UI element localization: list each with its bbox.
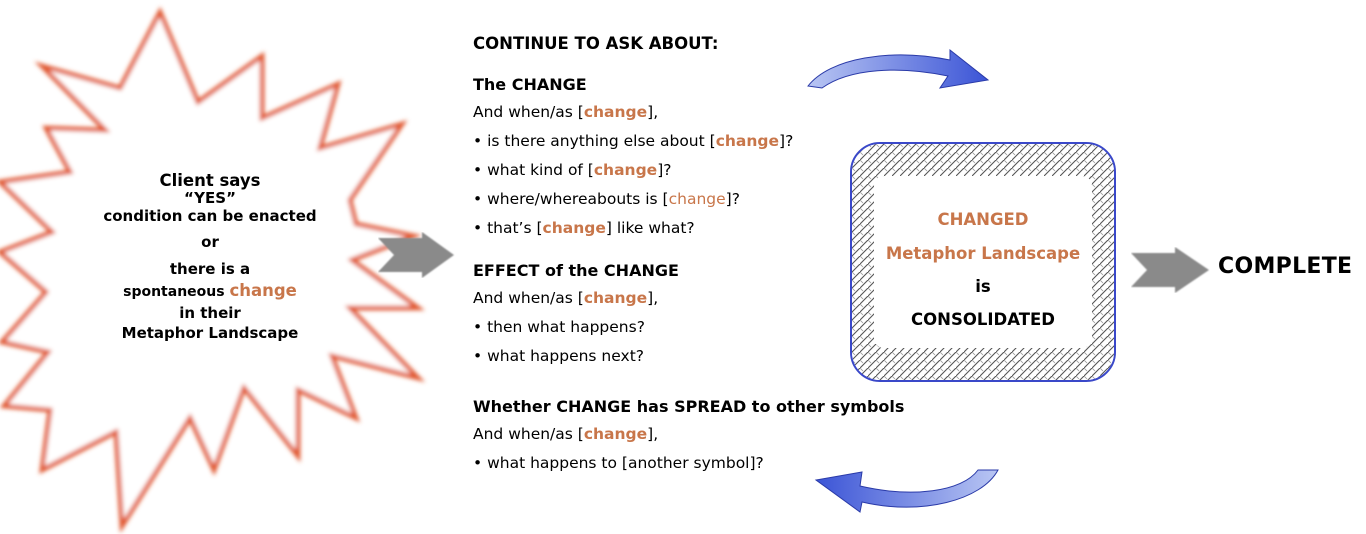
spread-question-1: • what happens to [another symbol]?: [473, 454, 764, 472]
starburst-line-condition: condition can be enacted: [103, 206, 317, 225]
change-q3-post: ]?: [725, 190, 740, 208]
change-q1-pre: • is there anything else about [: [473, 132, 716, 150]
change-question-3: • where/whereabouts is [change]?: [473, 190, 740, 208]
change-q1-accent: change: [715, 132, 780, 150]
complete-label: COMPLETE: [1218, 254, 1353, 279]
effect-question-1: • then what happens?: [473, 318, 645, 336]
spread-lead-post: ],: [647, 425, 659, 443]
change-question-2: • what kind of [change]?: [473, 161, 671, 179]
change-q4-pre: • that’s [: [473, 219, 543, 237]
spread-lead-accent: change: [583, 425, 648, 443]
spread-section-lead: And when/as [change],: [473, 425, 658, 443]
change-question-1: • is there anything else about [change]?: [473, 132, 793, 150]
loop-arrow-top-icon: [807, 48, 990, 89]
right-arrow-icon-2: [1131, 247, 1209, 293]
starburst-line-metaphor: Metaphor Landscape: [121, 324, 299, 343]
box-is: is: [975, 277, 991, 296]
starburst-line-in-their: in their: [179, 303, 241, 322]
change-question-4: • that’s [change] like what?: [473, 219, 695, 237]
starburst-spontaneous-text: spontaneous: [123, 283, 230, 300]
change-q4-accent: change: [542, 219, 606, 237]
change-section-heading: The CHANGE: [473, 75, 587, 94]
change-q1-post: ]?: [779, 132, 794, 150]
change-q3-accent: change: [668, 190, 726, 208]
change-lead-pre: And when/as [: [473, 103, 584, 121]
starburst-line-there-is: there is a: [169, 260, 251, 279]
change-q3-pre: • where/whereabouts is [: [473, 190, 669, 208]
change-q2-post: ]?: [657, 161, 672, 179]
change-lead-accent: change: [583, 103, 648, 121]
spread-lead-pre: And when/as [: [473, 425, 584, 443]
effect-lead-accent: change: [583, 289, 648, 307]
change-q2-accent: change: [593, 161, 658, 179]
starburst-change-word: change: [229, 280, 297, 300]
effect-lead-pre: And when/as [: [473, 289, 584, 307]
questions-title: CONTINUE TO ASK ABOUT:: [473, 34, 719, 53]
loop-arrow-bottom-icon: [814, 469, 999, 513]
right-arrow-icon: [378, 232, 454, 278]
effect-lead-post: ],: [647, 289, 659, 307]
effect-question-2: • what happens next?: [473, 347, 644, 365]
box-changed: CHANGED: [937, 210, 1029, 229]
effect-section-heading: EFFECT of the CHANGE: [473, 261, 679, 280]
box-metaphor-landscape-text: Metaphor Landscape: [884, 244, 1082, 263]
starburst-line-or: or: [201, 233, 219, 252]
starburst-line-client-says: Client says: [159, 171, 261, 190]
change-lead-post: ],: [647, 103, 659, 121]
box-metaphor-landscape: Metaphor Landscape: [850, 244, 1116, 263]
change-q2-pre: • what kind of [: [473, 161, 594, 179]
starburst-text: Client says “YES” condition can be enact…: [70, 170, 350, 344]
box-consolidated: CONSOLIDATED: [911, 310, 1055, 329]
starburst-shape: [0, 6, 426, 534]
starburst-line-spontaneous: spontaneous change: [70, 280, 350, 303]
spread-section-heading: Whether CHANGE has SPREAD to other symbo…: [473, 397, 905, 416]
starburst-line-yes: “YES”: [184, 188, 236, 207]
change-q4-post: ] like what?: [605, 219, 695, 237]
change-section-lead: And when/as [change],: [473, 103, 658, 121]
effect-section-lead: And when/as [change],: [473, 289, 658, 307]
